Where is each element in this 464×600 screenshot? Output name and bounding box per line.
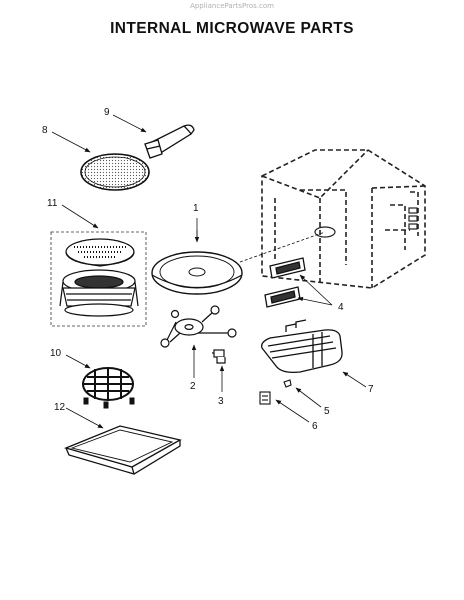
- leader-line-5: [295, 387, 322, 408]
- callout-5: 5: [324, 406, 330, 417]
- leader-line-11: [61, 204, 99, 229]
- callout-7: 7: [368, 384, 374, 395]
- leader-line-8: [51, 131, 91, 153]
- leader-line-4a: [299, 274, 333, 306]
- alignment-line: [239, 231, 326, 263]
- leader-line-12: [65, 407, 104, 429]
- waveguide-covers: [264, 257, 306, 308]
- handle: [144, 124, 195, 159]
- leader-line-7: [342, 371, 367, 388]
- leader-line-6: [275, 399, 310, 423]
- callout-8: 8: [42, 125, 48, 136]
- callout-10: 10: [50, 348, 62, 359]
- callout-3: 3: [218, 396, 224, 407]
- oven-cavity: [261, 149, 426, 289]
- callout-4: 4: [338, 302, 344, 313]
- leader-line-10: [65, 354, 91, 369]
- clip: [283, 379, 292, 388]
- callout-11: 11: [47, 198, 58, 209]
- callout-9: 9: [104, 107, 110, 118]
- turntable-tray: [151, 251, 243, 295]
- page-title: INTERNAL MICROWAVE PARTS: [110, 20, 354, 37]
- callout-1: 1: [193, 203, 199, 214]
- watermark: AppliancePartsPros.com: [190, 2, 274, 10]
- mesh-filter: [80, 153, 150, 191]
- baking-tray: [64, 425, 182, 475]
- steamer-set: [59, 238, 139, 317]
- bracket: [259, 391, 271, 405]
- cavity-detail: [314, 207, 418, 238]
- coupler: [212, 349, 226, 364]
- callout-12: 12: [54, 402, 66, 413]
- callout-6: 6: [312, 421, 318, 432]
- callout-2: 2: [190, 381, 196, 392]
- leader-line-4b: [297, 296, 333, 306]
- leader-line-9: [112, 114, 147, 133]
- steamer-set-box: [50, 231, 147, 327]
- wire-rack: [82, 367, 135, 409]
- roller-support: [160, 305, 237, 348]
- heating-element: [261, 319, 343, 374]
